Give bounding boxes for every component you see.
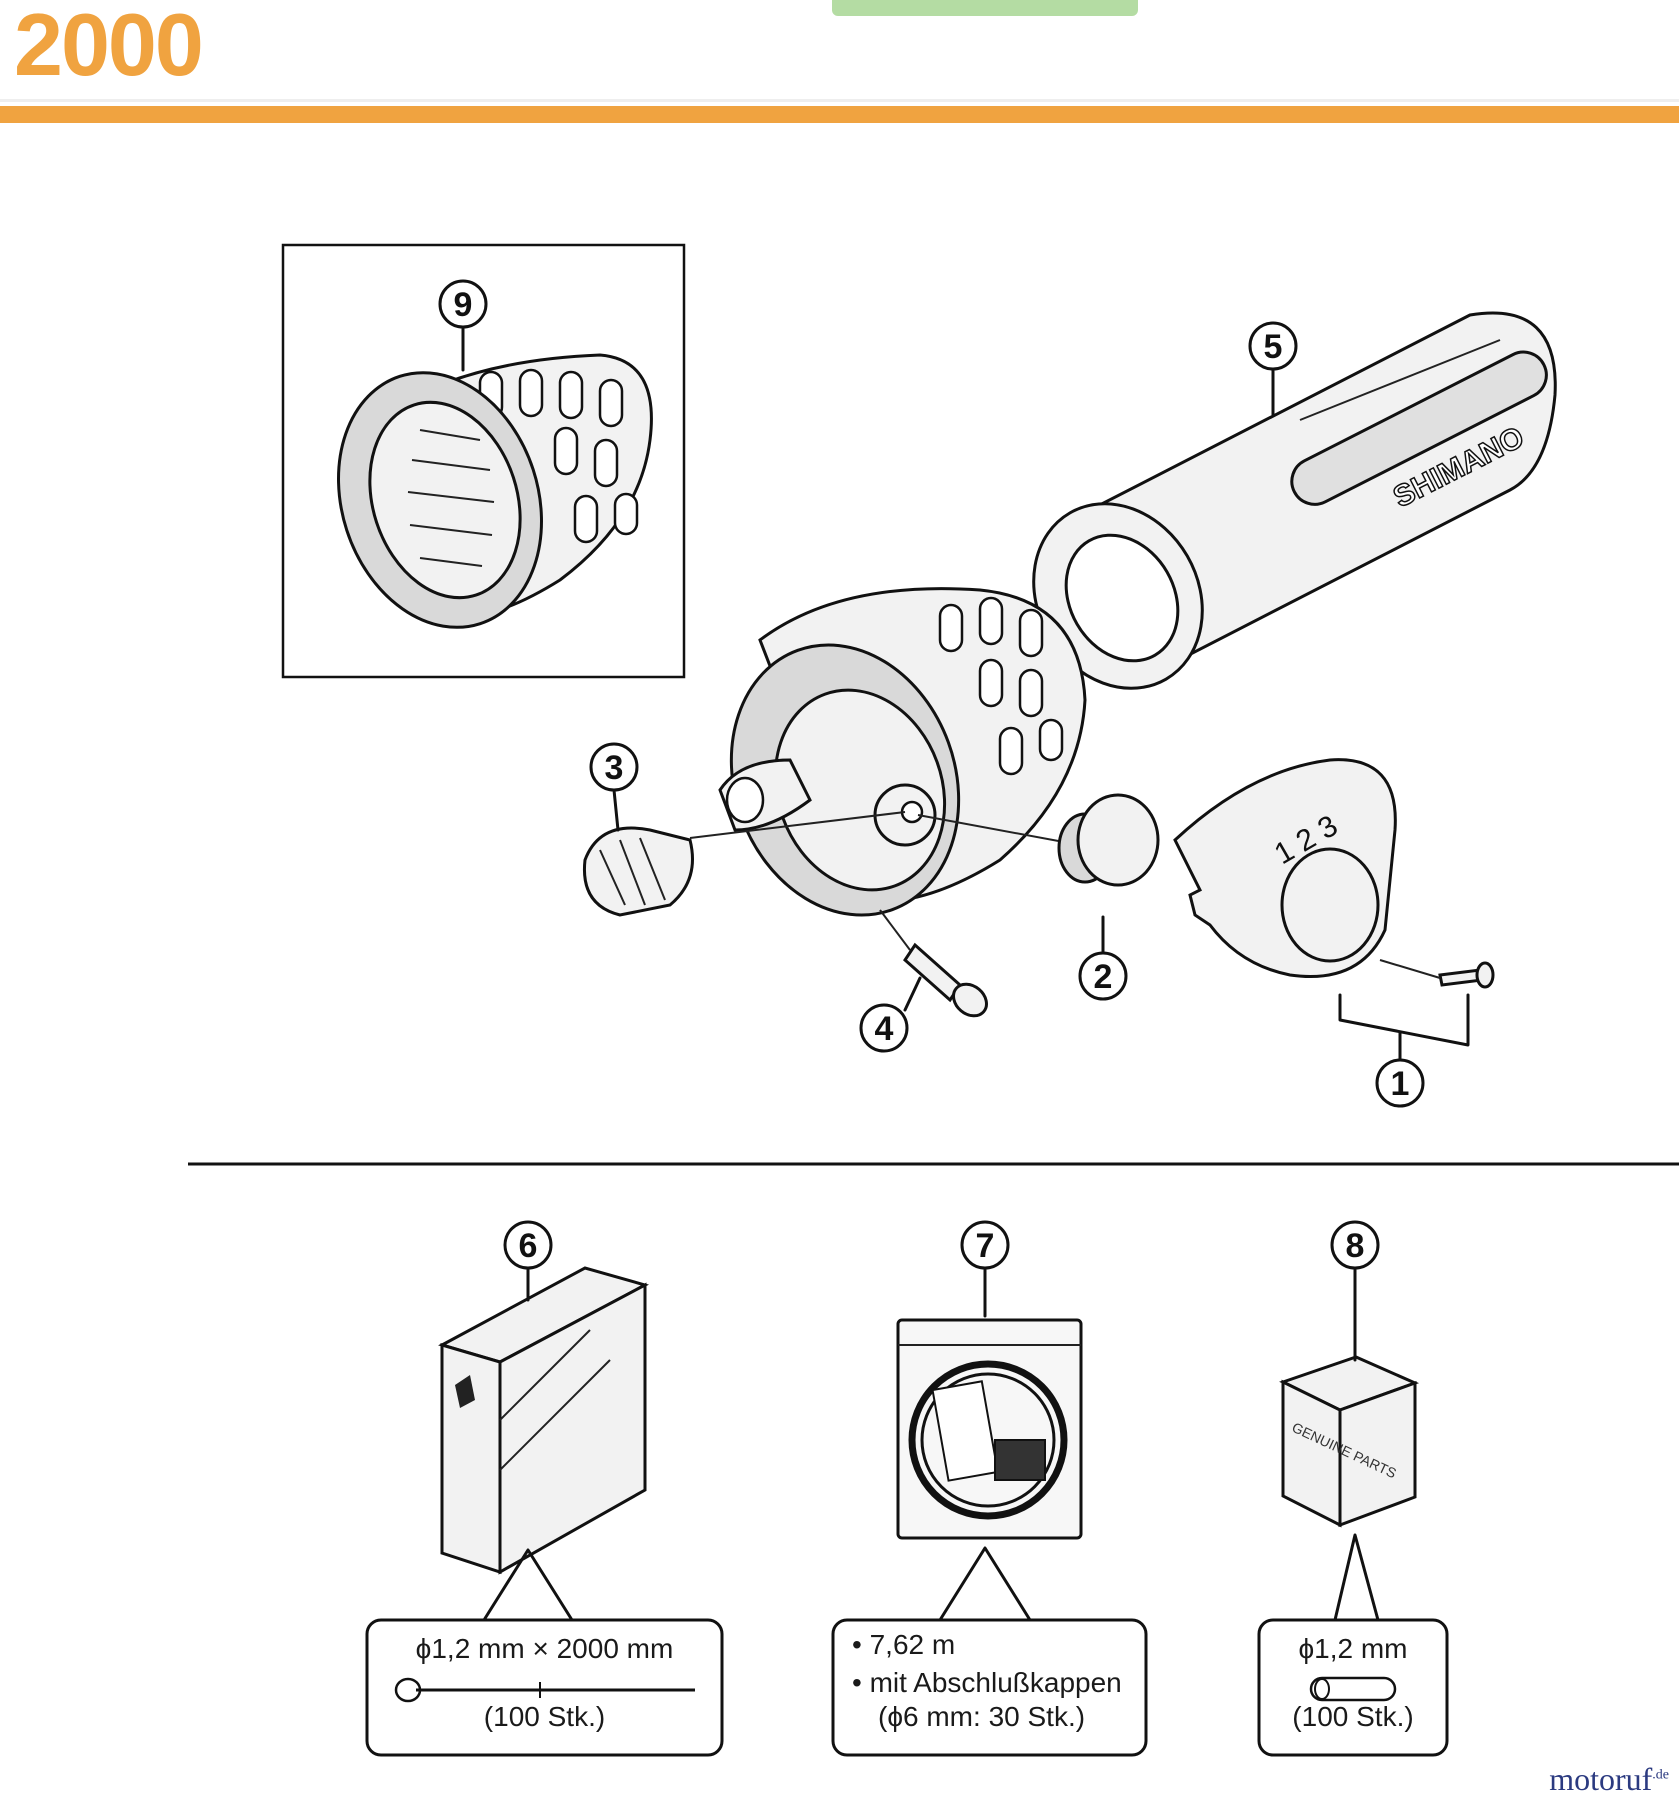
part-5-grip-bore <box>1064 533 1180 663</box>
spec-7-length: • 7,62 m <box>852 1629 956 1660</box>
part-4-guide <box>879 909 911 951</box>
brand-name: motoruf <box>1549 1761 1653 1797</box>
svg-text:6: 6 <box>519 1227 538 1265</box>
main-shifter-body <box>689 587 1087 917</box>
spec-box-7 <box>831 1618 1148 1757</box>
part-9-ribs <box>407 429 495 567</box>
callout-9: 9 <box>438 279 488 329</box>
part-8-box-side <box>1338 1380 1417 1528</box>
part-9-inset: 9 <box>281 243 686 679</box>
svg-text:8: 8 <box>1346 1227 1365 1265</box>
svg-text:7: 7 <box>976 1227 995 1265</box>
part-2-cap-face <box>1076 793 1160 887</box>
brand-watermark: motoruf.de <box>1549 1761 1669 1798</box>
part-9-flange-inner <box>368 400 522 600</box>
svg-text:5: 5 <box>1264 328 1283 366</box>
svg-text:3: 3 <box>605 749 624 787</box>
spec-8-qty: (100 Stk.) <box>1292 1701 1414 1732</box>
part-1-screw-head <box>1475 961 1495 989</box>
svg-text:1: 1 <box>1391 1065 1410 1103</box>
cable-path-line-2 <box>917 814 1081 846</box>
body-holes <box>938 596 1064 776</box>
callout-8: 8 <box>1330 1220 1380 1270</box>
part-9-holes <box>478 368 639 544</box>
svg-text:2: 2 <box>1094 958 1113 996</box>
spec-7-caps-value: mit Abschlußkappen <box>869 1667 1122 1698</box>
callout-7: 7 <box>960 1220 1010 1270</box>
part-8-parts-box: GENUINE PARTS 8 <box>1279 1220 1420 1622</box>
part-4-head <box>952 982 988 1018</box>
cable-glyph-6 <box>394 1677 695 1703</box>
part-7-coil <box>908 1360 1068 1520</box>
title-underline <box>0 99 1679 102</box>
part-1-cover: 1 2 3 1 <box>1173 758 1495 1108</box>
part-7-label-1 <box>931 1380 999 1482</box>
part-7-label-2 <box>994 1439 1046 1481</box>
spec-8-size: ϕ1,2 mm <box>1298 1633 1408 1664</box>
body-port-hole <box>725 776 765 824</box>
part-6-box-front <box>498 1282 647 1575</box>
spec-8-text: ϕ1,2 mm (100 Stk.) <box>1259 1632 1447 1734</box>
part-3-body <box>582 826 694 917</box>
callout-2: 2 <box>1078 951 1128 1001</box>
spec-7-text: • 7,62 m • mit Abschlußkappen (ϕ6 mm: 30… <box>852 1628 1142 1734</box>
part-6-cable-end <box>455 1375 475 1408</box>
part-5-slot <box>1299 339 1501 421</box>
part-7-housing-bag: 7 <box>896 1220 1083 1622</box>
top-tab <box>832 0 1138 16</box>
svg-text:4: 4 <box>875 1010 894 1048</box>
end-cap-glyph-8 <box>1309 1676 1397 1702</box>
part-8-pointer <box>1333 1533 1380 1622</box>
orange-divider <box>0 106 1679 123</box>
spec-7-length-value: 7,62 m <box>869 1629 956 1660</box>
part-1-bracket <box>1338 993 1470 1047</box>
brand-suffix: .de <box>1652 1767 1669 1783</box>
svg-text:9: 9 <box>454 286 473 324</box>
part-4-shank <box>903 942 962 1003</box>
spec-7-caps-qty: (ϕ6 mm: 30 Stk.) <box>878 1701 1086 1732</box>
callout-5: 5 <box>1248 321 1298 371</box>
spec-7-caps: • mit Abschlußkappen <box>852 1667 1122 1698</box>
callout-3: 3 <box>589 742 639 792</box>
callout-6: 6 <box>503 1220 553 1270</box>
spec-6-text: ϕ1,2 mm × 2000 mm (100 Stk.) <box>367 1632 722 1734</box>
spec-box-6 <box>365 1618 724 1757</box>
part-4-screw: 4 <box>859 909 988 1053</box>
part-5-logo-panel <box>1290 350 1548 506</box>
page-title: 2000 <box>14 0 204 94</box>
part-7-pointer <box>938 1546 1032 1622</box>
part-6-box-side <box>440 1342 502 1575</box>
spec-6-qty: (100 Stk.) <box>483 1701 606 1732</box>
part-6-box-stripes <box>499 1329 611 1471</box>
cable-path-line <box>689 811 906 839</box>
part-1-dial <box>1280 847 1380 963</box>
part-5-grip: SHIMANO 5 <box>1032 311 1557 690</box>
part-2-cap: 2 <box>1057 793 1160 1001</box>
spec-6-size: ϕ1,2 mm × 2000 mm <box>415 1633 674 1664</box>
callout-1: 1 <box>1375 1058 1425 1108</box>
callout-4: 4 <box>859 1003 909 1053</box>
part-3-barrel: 3 <box>582 742 694 917</box>
part-6-cable-box: 6 <box>438 1220 649 1622</box>
part-6-pointer <box>482 1548 574 1622</box>
